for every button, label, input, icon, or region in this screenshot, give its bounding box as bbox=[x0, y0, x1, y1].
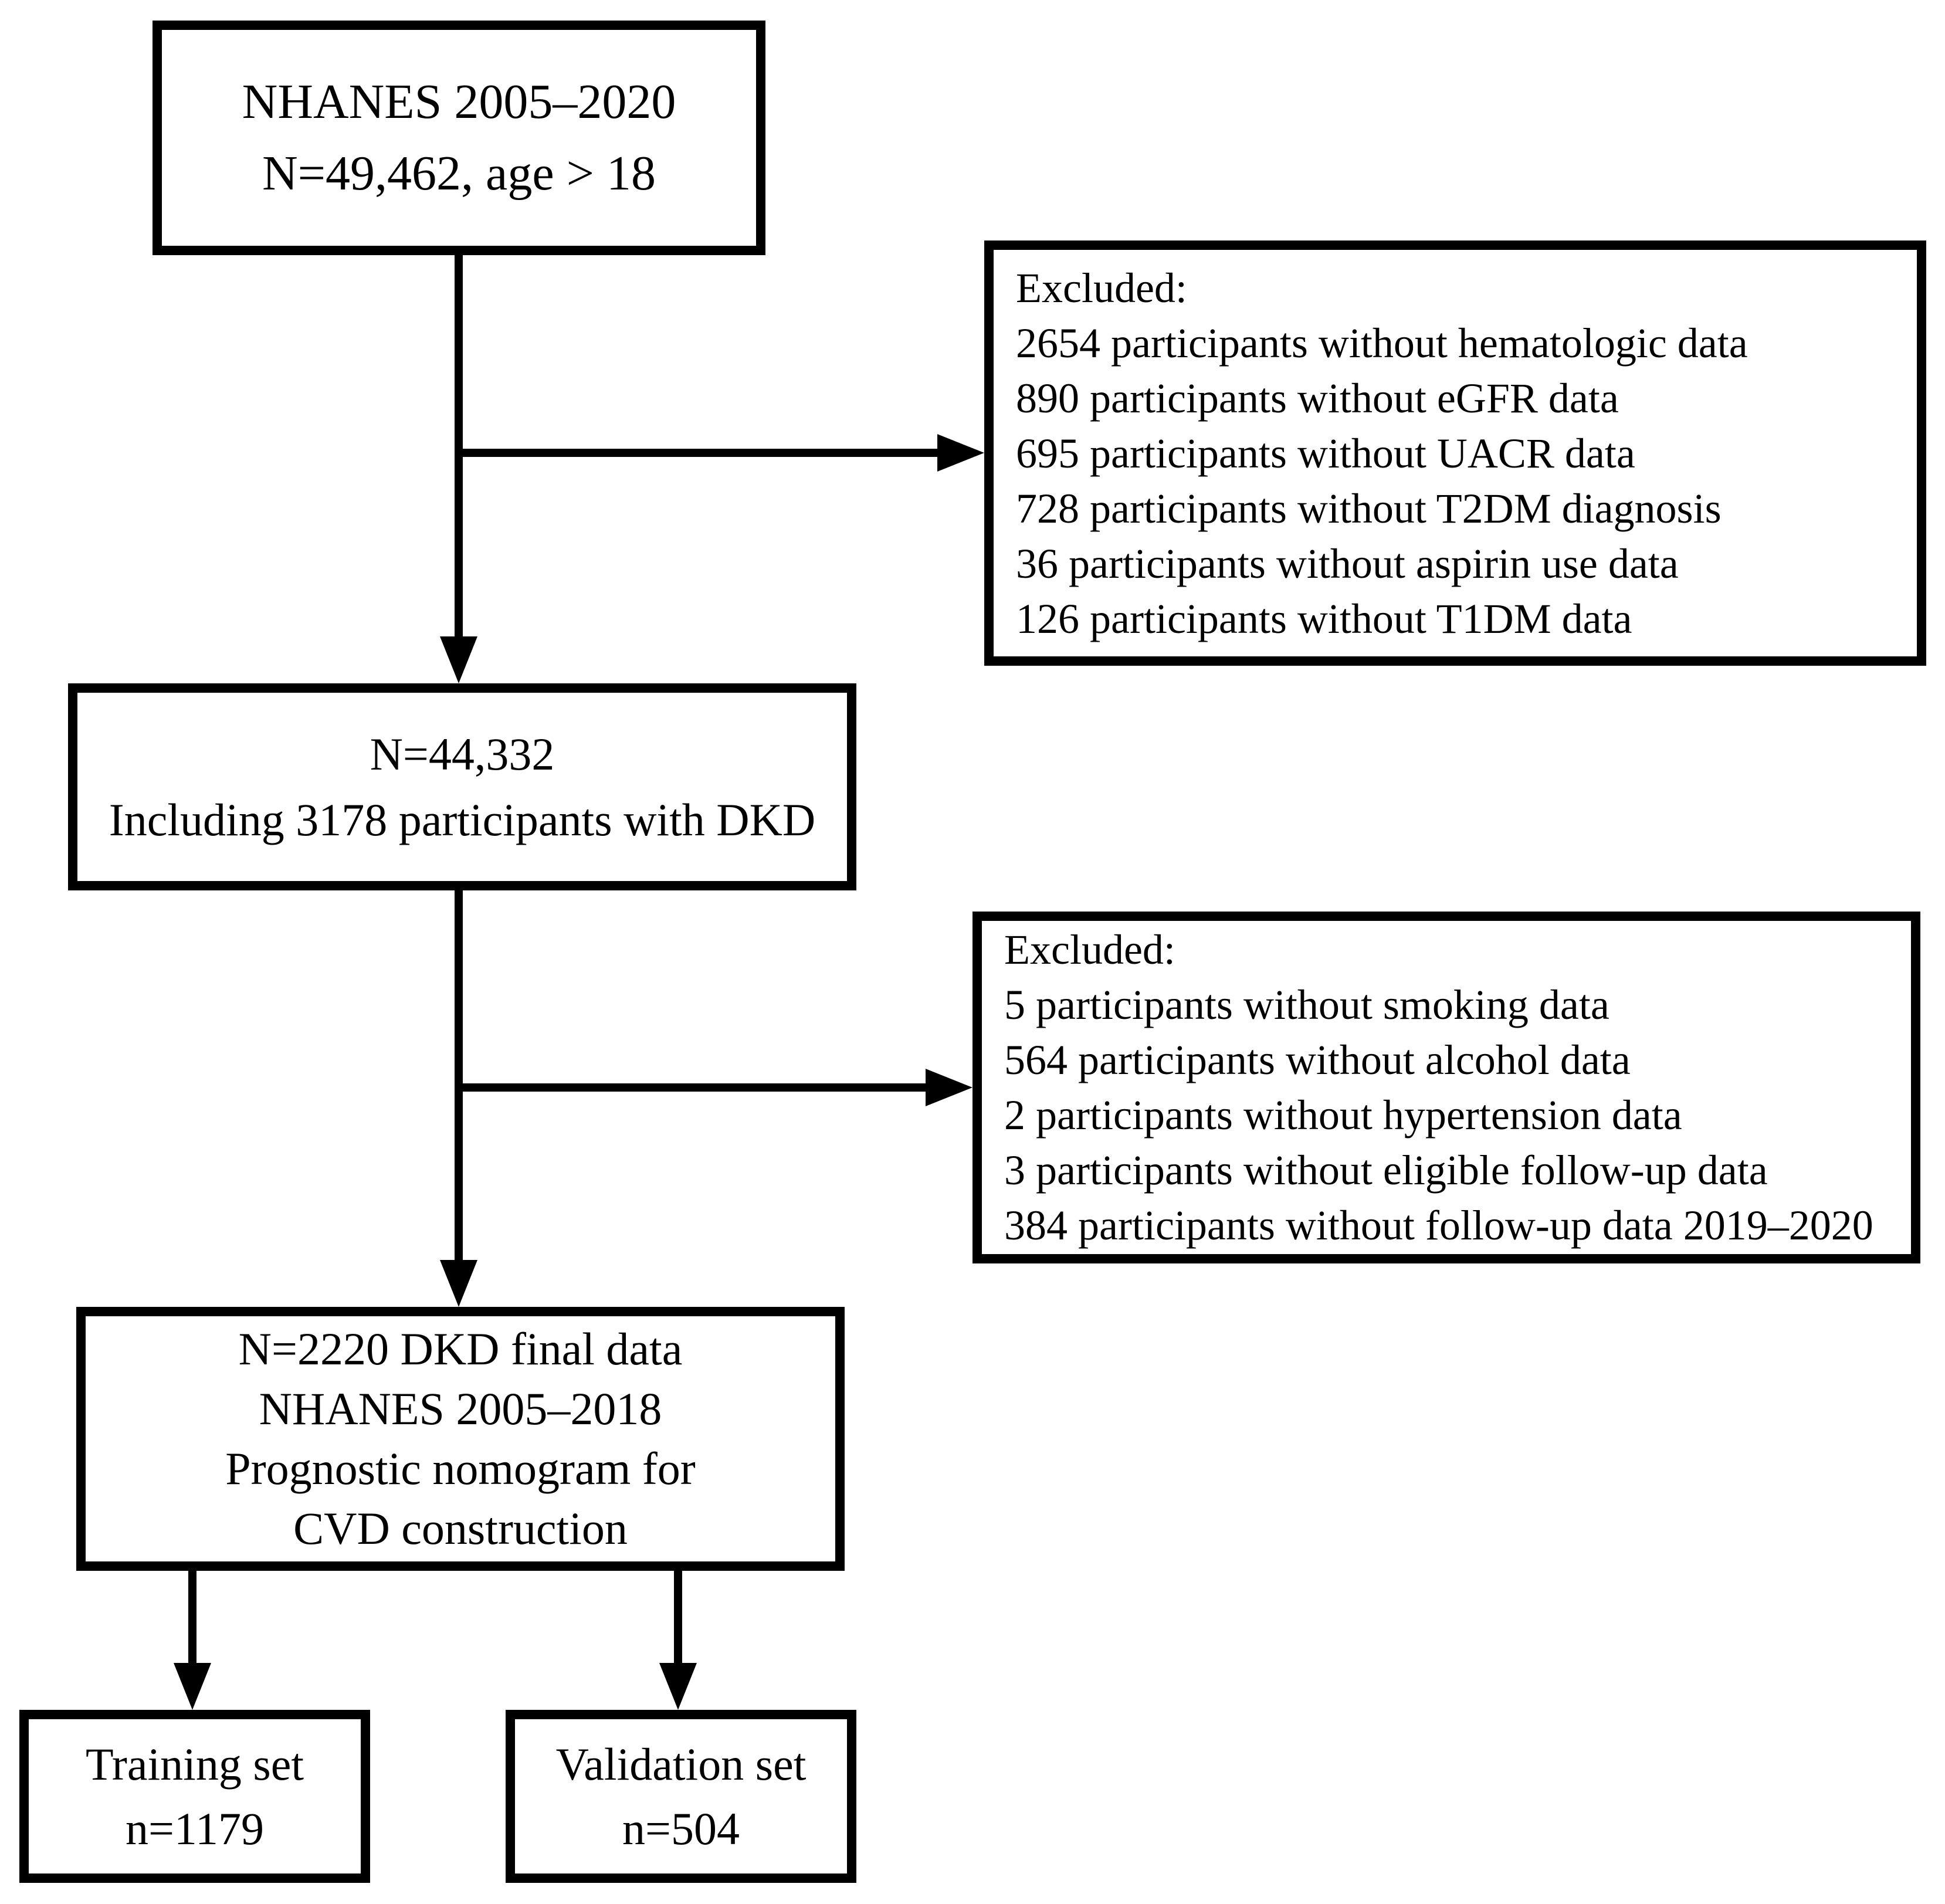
connector-final-to-validation bbox=[674, 1571, 682, 1663]
excluded2-item-eligible-followup: 3 participants without eligible follow-u… bbox=[1004, 1147, 1768, 1194]
box-excluded-second-stage: Excluded: 5 participants without smoking… bbox=[972, 912, 1920, 1263]
arrowhead-into-cohort-box bbox=[440, 636, 477, 683]
connector-branch-excluded2 bbox=[455, 1083, 926, 1092]
excluded2-title: Excluded: bbox=[1004, 926, 1175, 973]
box-training-set: Training set n=1179 bbox=[19, 1710, 370, 1883]
final-purpose-line2: CVD construction bbox=[293, 1503, 628, 1554]
excluded2-item-followup-2019-2020: 384 participants without follow-up data … bbox=[1004, 1202, 1873, 1249]
arrowhead-into-final-box bbox=[440, 1260, 477, 1307]
excluded2-item-alcohol: 564 participants without alcohol data bbox=[1004, 1036, 1631, 1083]
connector-final-to-training bbox=[188, 1571, 196, 1663]
box-validation-set: Validation set n=504 bbox=[506, 1710, 856, 1883]
connector-top-to-cohort bbox=[455, 255, 463, 636]
nhanes-range-label: NHANES 2005–2020 bbox=[242, 74, 676, 129]
connector-branch-excluded1 bbox=[455, 449, 937, 457]
excluded1-item-uacr: 695 participants without UACR data bbox=[1016, 429, 1635, 477]
box-final-dkd-cohort: N=2220 DKD final data NHANES 2005–2018 P… bbox=[76, 1307, 845, 1571]
excluded1-title: Excluded: bbox=[1016, 264, 1187, 311]
validation-set-label: Validation set bbox=[555, 1738, 807, 1790]
validation-set-count: n=504 bbox=[622, 1803, 740, 1854]
box-nhanes-source-population: NHANES 2005–2020 N=49,462, age > 18 bbox=[153, 21, 765, 255]
excluded1-item-aspirin: 36 participants without aspirin use data bbox=[1016, 540, 1679, 587]
arrowhead-into-excluded1-box bbox=[937, 434, 984, 472]
box-cohort-after-first-exclusion: N=44,332 Including 3178 participants wit… bbox=[68, 683, 856, 890]
excluded1-item-hematologic: 2654 participants without hematologic da… bbox=[1016, 319, 1748, 367]
excluded2-item-smoking: 5 participants without smoking data bbox=[1004, 981, 1609, 1028]
final-nhanes-range: NHANES 2005–2018 bbox=[259, 1383, 662, 1434]
arrowhead-into-training-box bbox=[174, 1663, 211, 1710]
excluded1-item-egfr: 890 participants without eGFR data bbox=[1016, 374, 1619, 422]
final-purpose-line1: Prognostic nomogram for bbox=[225, 1443, 696, 1494]
excluded1-item-t1dm: 126 participants without T1DM data bbox=[1016, 595, 1632, 642]
training-set-label: Training set bbox=[86, 1738, 304, 1790]
cohort-count: N=44,332 bbox=[370, 728, 555, 780]
arrowhead-into-excluded2-box bbox=[926, 1069, 972, 1106]
source-population-count: N=49,462, age > 18 bbox=[262, 146, 656, 201]
box-excluded-first-stage: Excluded: 2654 participants without hema… bbox=[984, 240, 1926, 666]
arrowhead-into-validation-box bbox=[659, 1663, 697, 1710]
connector-cohort-to-final bbox=[455, 890, 463, 1260]
training-set-count: n=1179 bbox=[125, 1803, 265, 1854]
final-count: N=2220 DKD final data bbox=[238, 1323, 683, 1374]
excluded2-item-hypertension: 2 participants without hypertension data bbox=[1004, 1092, 1682, 1139]
cohort-dkd-subset: Including 3178 participants with DKD bbox=[109, 794, 816, 845]
excluded1-item-t2dm: 728 participants without T2DM diagnosis bbox=[1016, 485, 1722, 532]
